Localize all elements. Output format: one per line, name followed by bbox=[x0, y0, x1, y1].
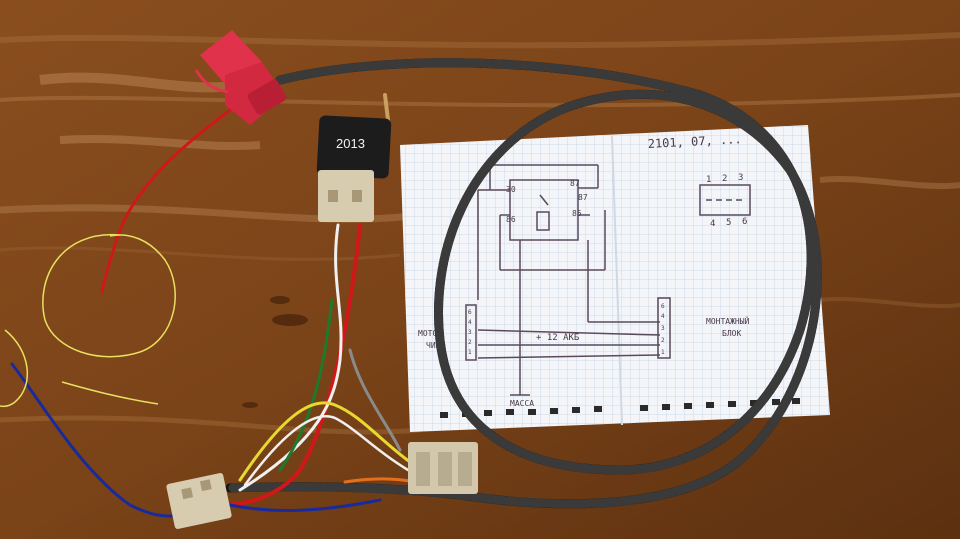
left-terminal-6: 6 bbox=[468, 309, 472, 316]
sheet-handwriting: 2101, 07, ... 30 87 86 85 87 1 2 3 4 5 6… bbox=[418, 132, 750, 408]
left-label-line1: МОТОР bbox=[418, 329, 442, 338]
fuse-holder bbox=[194, 30, 287, 125]
relay-socket bbox=[318, 170, 374, 222]
right-label-line2: БЛОК bbox=[722, 329, 741, 338]
right-terminal-4: 4 bbox=[661, 313, 665, 320]
connector-left bbox=[166, 473, 232, 529]
pin-grid-3: 3 bbox=[738, 173, 743, 183]
white-wire-2 bbox=[243, 415, 410, 487]
blue-wire-2 bbox=[228, 498, 382, 512]
annotation-circle bbox=[42, 234, 176, 358]
ground-label: МАССА bbox=[510, 399, 534, 408]
sheet-header: 2101, 07, ... bbox=[647, 132, 742, 151]
relay-pin-85: 85 bbox=[572, 209, 582, 218]
relay-drawing bbox=[465, 164, 751, 396]
right-terminal-6: 6 bbox=[661, 303, 665, 310]
blue-wire bbox=[10, 362, 182, 518]
right-terminal-3: 3 bbox=[661, 325, 665, 332]
grey-wire bbox=[348, 348, 402, 452]
relay-terminal bbox=[383, 93, 390, 122]
left-label-line2: ЧИК bbox=[426, 341, 441, 350]
red-relay-wire bbox=[218, 223, 362, 507]
corrugated-cable bbox=[225, 58, 822, 509]
right-terminal-2: 2 bbox=[661, 337, 665, 344]
green-wire bbox=[278, 298, 334, 472]
pin-grid-6: 6 bbox=[742, 217, 747, 227]
annotation-arc bbox=[0, 329, 29, 408]
wires bbox=[10, 93, 417, 518]
left-terminal-2: 2 bbox=[468, 339, 472, 346]
pin-grid-4: 4 bbox=[710, 219, 715, 229]
relay-label: 2013 bbox=[336, 136, 365, 151]
left-terminal-1: 1 bbox=[468, 349, 472, 356]
schematic-sheet: 2101, 07, ... 30 87 86 85 87 1 2 3 4 5 6… bbox=[400, 125, 830, 432]
annotation-stroke bbox=[61, 381, 159, 405]
pin-grid-2: 2 bbox=[722, 174, 727, 184]
pin-grid-5: 5 bbox=[726, 218, 731, 228]
red-fuse-wire bbox=[100, 108, 232, 294]
relay-pin-87: 87 bbox=[570, 179, 580, 188]
relay: 2013 bbox=[316, 115, 392, 222]
connector-right bbox=[408, 442, 478, 494]
left-terminal-3: 3 bbox=[468, 329, 472, 336]
relay-pin-30: 30 bbox=[506, 185, 516, 194]
right-terminal-1: 1 bbox=[661, 349, 665, 356]
yellow-wire bbox=[238, 401, 412, 482]
annotation-marks bbox=[0, 234, 176, 408]
right-label-line1: МОНТАЖНЫЙ bbox=[706, 315, 750, 326]
wood-grain bbox=[0, 32, 960, 435]
pin-grid-1: 1 bbox=[706, 175, 711, 185]
relay-pin-87a: 87 bbox=[578, 193, 588, 202]
relay-pin-86: 86 bbox=[506, 215, 516, 224]
left-terminal-4: 4 bbox=[468, 319, 472, 326]
plus-12v-label: + 12 АКБ bbox=[536, 333, 579, 343]
wood-knots bbox=[242, 296, 308, 408]
